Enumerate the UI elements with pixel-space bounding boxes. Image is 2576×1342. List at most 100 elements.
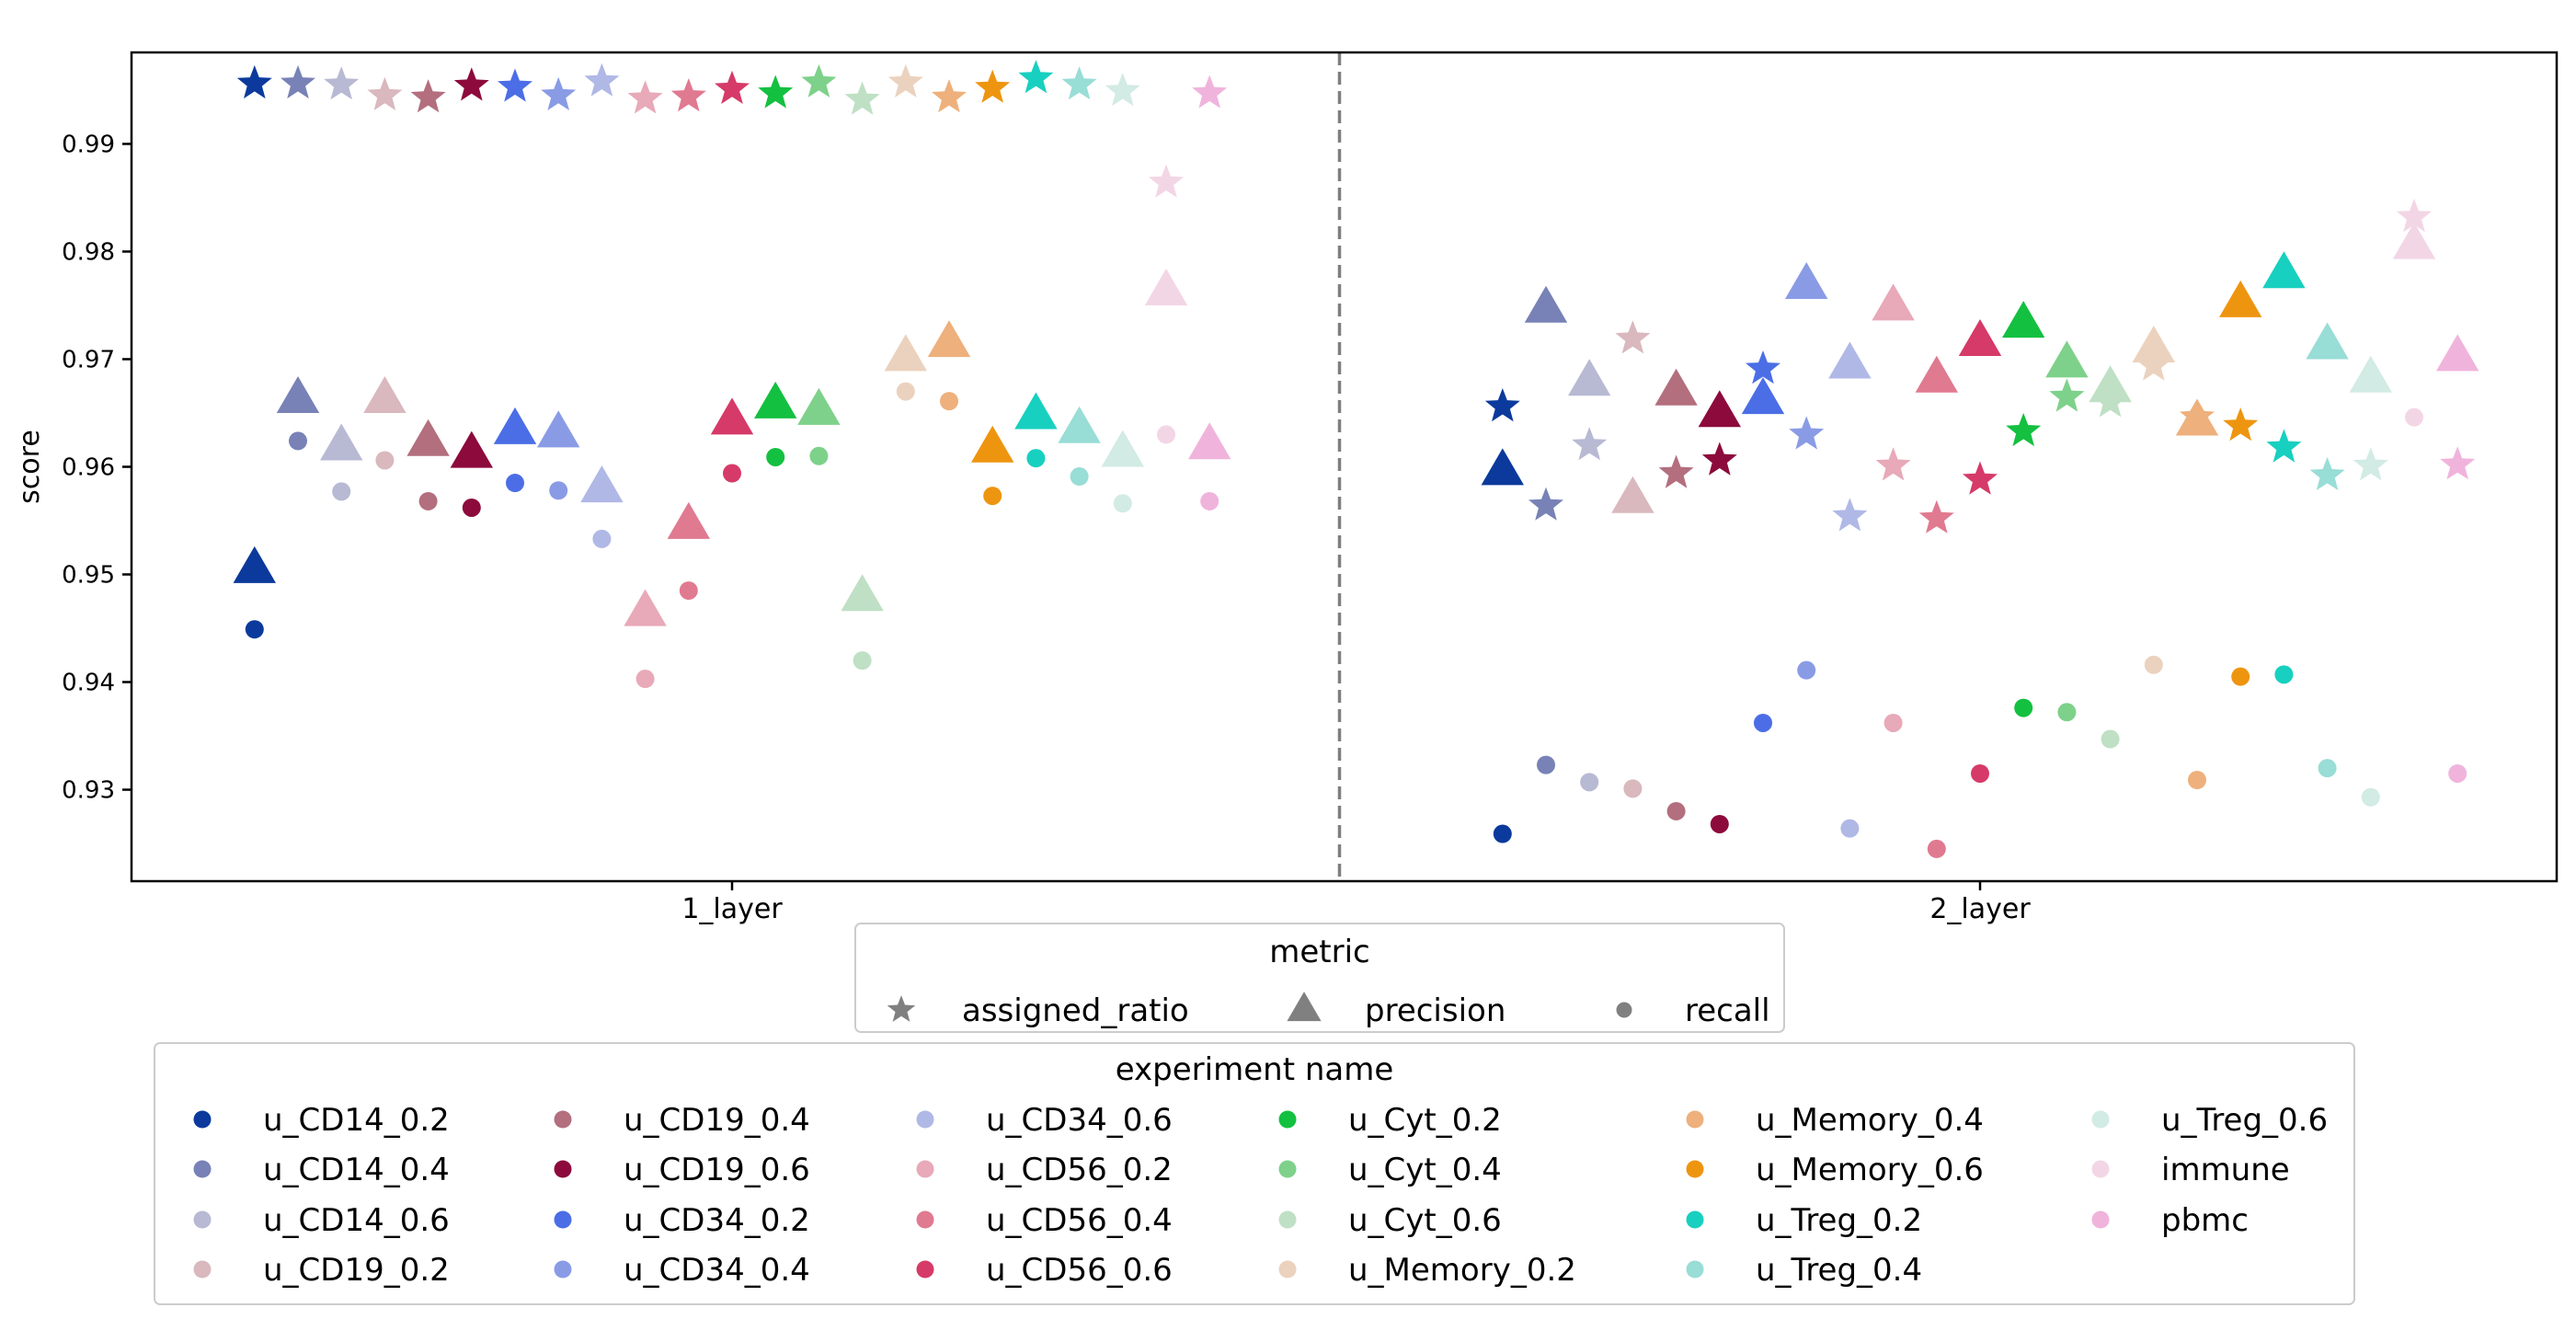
data-point-assigned-ratio: [1149, 164, 1184, 198]
data-point-precision: [1568, 359, 1611, 396]
data-point-assigned-ratio: [627, 80, 663, 114]
y-tick-label: 0.96: [62, 454, 115, 482]
data-point-precision: [1611, 476, 1654, 513]
data-point-assigned-ratio: [2049, 378, 2085, 412]
experiment-legend-marker: [916, 1210, 934, 1229]
data-point-recall: [2101, 729, 2120, 749]
metric-legend-label: assigned_ratio: [962, 992, 1189, 1029]
metric-legend-label: precision: [1365, 992, 1506, 1029]
data-point-precision: [2089, 365, 2132, 403]
data-point-recall: [2318, 759, 2337, 778]
data-point-recall: [506, 474, 524, 493]
data-point-assigned-ratio: [2006, 412, 2042, 447]
data-point-recall: [1493, 824, 1512, 843]
data-point-precision: [2392, 222, 2436, 259]
y-tick-label: 0.99: [62, 131, 115, 158]
data-point-assigned-ratio: [715, 70, 750, 104]
data-point-recall: [418, 491, 438, 510]
data-point-precision: [233, 545, 276, 583]
data-point-precision: [2002, 301, 2045, 338]
data-point-precision: [276, 375, 320, 413]
y-tick-label: 0.95: [62, 562, 115, 590]
data-point-assigned-ratio: [1018, 60, 1054, 94]
data-point-recall: [983, 487, 1002, 506]
data-point-assigned-ratio: [1572, 427, 1608, 461]
data-point-assigned-ratio: [324, 66, 360, 100]
experiment-legend-label: u_CD14_0.2: [263, 1102, 450, 1139]
data-point-precision: [2132, 325, 2175, 362]
data-point-precision: [1958, 318, 2002, 356]
data-point-recall: [462, 498, 481, 517]
data-point-assigned-ratio: [975, 69, 1011, 103]
data-point-recall: [2188, 771, 2206, 790]
data-point-assigned-ratio: [1615, 320, 1651, 354]
data-point-assigned-ratio: [498, 68, 532, 102]
data-point-precision: [450, 430, 493, 468]
data-point-assigned-ratio: [1701, 442, 1737, 476]
data-point-precision: [2306, 322, 2349, 360]
data-point-assigned-ratio: [2135, 347, 2171, 381]
data-point-recall: [1200, 491, 1219, 510]
data-point-assigned-ratio: [541, 76, 577, 110]
experiment-legend-marker: [1278, 1260, 1297, 1279]
experiment-legend-marker: [2091, 1110, 2110, 1129]
data-point-assigned-ratio: [1061, 66, 1097, 100]
data-point-recall: [679, 581, 698, 601]
experiment-legend-marker: [1278, 1110, 1297, 1129]
x-tick-label: 2_layer: [1929, 893, 2031, 925]
data-point-precision: [884, 334, 927, 372]
experiment-legend-label: u_Cyt_0.6: [1348, 1202, 1502, 1239]
data-point-assigned-ratio: [280, 64, 315, 99]
data-point-assigned-ratio: [1528, 487, 1563, 521]
data-point-precision: [363, 375, 406, 413]
data-point-precision: [1481, 448, 1524, 486]
experiment-legend-marker: [554, 1260, 572, 1279]
data-point-assigned-ratio: [2440, 446, 2476, 480]
experiment-legend-marker: [554, 1210, 572, 1229]
data-point-assigned-ratio: [932, 79, 967, 113]
y-tick-label: 0.98: [62, 238, 115, 266]
data-point-recall: [592, 529, 612, 548]
data-point-recall: [375, 451, 395, 470]
metric-legend-marker: [887, 995, 916, 1022]
experiment-legend-label: u_Memory_0.2: [1348, 1252, 1576, 1289]
data-point-assigned-ratio: [2397, 199, 2432, 233]
data-point-precision: [1741, 377, 1785, 415]
experiment-legend-marker: [193, 1160, 212, 1178]
data-point-assigned-ratio: [1875, 447, 1911, 481]
data-point-precision: [1101, 430, 1144, 467]
data-point-precision: [1524, 285, 1568, 323]
data-point-precision: [2045, 340, 2089, 378]
y-tick-label: 0.94: [62, 670, 115, 697]
experiment-legend-label: u_Treg_0.2: [1756, 1202, 1922, 1239]
experiment-legend-label: u_CD56_0.4: [986, 1202, 1173, 1239]
metric-legend-marker: [1616, 1002, 1632, 1018]
data-point-precision: [2349, 355, 2392, 393]
experiment-legend-marker: [1278, 1210, 1297, 1229]
data-point-assigned-ratio: [453, 67, 489, 101]
data-point-precision: [624, 589, 667, 626]
data-point-assigned-ratio: [1105, 73, 1140, 107]
data-point-precision: [841, 574, 884, 612]
data-point-recall: [940, 392, 958, 411]
experiment-legend-label: u_Cyt_0.4: [1348, 1152, 1502, 1188]
experiment-legend-marker: [554, 1160, 572, 1178]
data-point-recall: [853, 651, 872, 671]
experiment-legend-label: u_Memory_0.6: [1756, 1152, 1984, 1188]
data-point-assigned-ratio: [844, 81, 880, 115]
experiment-legend-label: u_CD19_0.4: [624, 1102, 810, 1139]
data-point-precision: [1014, 392, 1058, 430]
experiment-legend-label: u_Treg_0.4: [1756, 1252, 1922, 1289]
data-point-precision: [1872, 283, 1915, 321]
data-point-recall: [2274, 665, 2294, 684]
experiment-legend-marker: [2091, 1160, 2110, 1178]
data-point-precision: [797, 387, 841, 425]
experiment-legend-label: pbmc: [2161, 1202, 2249, 1239]
data-point-recall: [2057, 703, 2077, 722]
data-point-recall: [245, 620, 264, 639]
experiment-legend-marker: [2091, 1210, 2110, 1229]
